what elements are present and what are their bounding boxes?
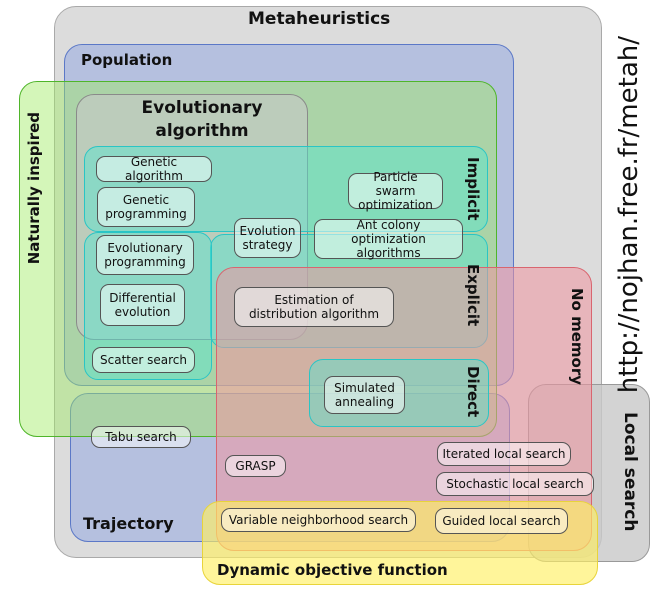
node-scatter-search: Scatter search (92, 347, 195, 373)
evolutionary-algorithm-label: Evolutionary algorithm (141, 98, 263, 141)
direct-label: Direct (464, 366, 482, 418)
node-evolution-strategy: Evolution strategy (234, 218, 301, 258)
node-iterated-local-search: Iterated local search (437, 442, 571, 466)
local-search-label: Local search (620, 412, 640, 532)
node-estimation-of-distribution: Estimation of distribution algorithm (234, 287, 394, 327)
node-genetic-programming: Genetic programming (97, 187, 195, 227)
implicit-label: Implicit (464, 157, 482, 221)
no-memory-label: No memory (568, 288, 586, 385)
explicit-label: Explicit (464, 264, 482, 327)
node-evolutionary-programming: Evolutionary programming (96, 235, 194, 275)
dynamic-objective-function-label: Dynamic objective function (217, 561, 448, 579)
naturally-inspired-label: Naturally inspired (25, 112, 43, 265)
node-simulated-annealing: Simulated annealing (324, 376, 405, 414)
node-ant-colony-optimization: Ant colony optimization algorithms (314, 218, 463, 260)
node-guided-local-search: Guided local search (435, 508, 568, 534)
trajectory-label: Trajectory (83, 514, 174, 533)
node-grasp: GRASP (225, 455, 286, 477)
population-label: Population (81, 51, 173, 69)
node-tabu-search: Tabu search (91, 426, 191, 448)
node-stochastic-local-search: Stochastic local search (436, 472, 594, 496)
node-variable-neighborhood-search: Variable neighborhood search (221, 508, 416, 532)
source-url: http://nojhan.free.fr/metah/ (614, 36, 644, 394)
node-differential-evolution: Differential evolution (100, 284, 185, 326)
node-genetic-algorithm: Genetic algorithm (96, 155, 212, 183)
node-particle-swarm-optimization: Particle swarm optimization (348, 170, 443, 212)
metaheuristics-label: Metaheuristics (248, 9, 391, 29)
